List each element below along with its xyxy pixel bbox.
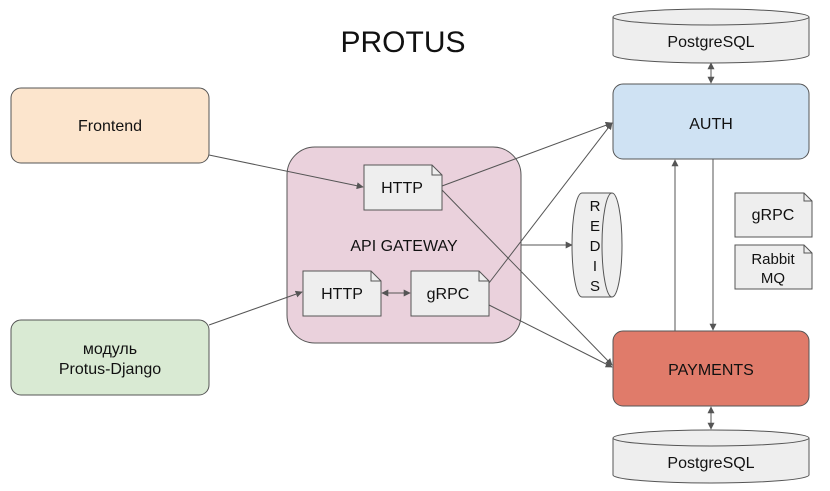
rabbitmq-legend-line2: MQ (761, 270, 785, 287)
grpc-legend-note: gRPC (734, 192, 813, 238)
redis-letter-s: S (590, 278, 600, 295)
auth-node: AUTH (612, 83, 810, 160)
redis-letter-e: E (590, 218, 600, 235)
http-bottom-note: HTTP (302, 270, 382, 317)
http-bottom-label: HTTP (321, 286, 363, 303)
diagram-title: PROTUS (340, 26, 465, 59)
connectors (208, 62, 717, 430)
grpc-legend-label: gRPC (752, 207, 795, 224)
rabbitmq-legend-line1: Rabbit (751, 251, 795, 268)
frontend-label: Frontend (78, 118, 142, 135)
redis-cylinder: R E D I S (571, 192, 623, 298)
redis-letter-d: D (590, 238, 601, 255)
postgresql-bottom-cylinder: PostgreSQL (612, 429, 810, 484)
grpc-gateway-label: gRPC (427, 286, 470, 303)
arrow-django-to-http (208, 290, 303, 326)
payments-node: PAYMENTS (612, 330, 810, 407)
django-label-line1: модуль (83, 341, 137, 358)
arrow-http-to-auth (441, 121, 613, 187)
arrow-frontend-to-http (208, 154, 364, 190)
postgresql-bottom-label: PostgreSQL (667, 455, 754, 472)
django-label-line2: Protus-Django (59, 361, 161, 378)
frontend-node: Frontend (10, 87, 210, 164)
http-top-note: HTTP (363, 164, 443, 211)
arrow-grpc-to-auth (488, 122, 613, 284)
rabbitmq-legend-note: Rabbit MQ (734, 244, 813, 290)
arrow-http-to-payments (441, 189, 613, 366)
api-gateway-label: API GATEWAY (350, 238, 458, 255)
payments-label: PAYMENTS (668, 362, 754, 379)
redis-letter-r: R (590, 198, 601, 215)
arrow-grpc-to-payments (488, 304, 613, 368)
postgresql-top-label: PostgreSQL (667, 34, 754, 51)
django-module-node: модуль Protus-Django (10, 319, 210, 396)
auth-label: AUTH (689, 116, 733, 133)
postgresql-top-cylinder: PostgreSQL (612, 8, 810, 64)
redis-letter-i: I (593, 258, 597, 275)
grpc-gateway-note: gRPC (410, 270, 490, 317)
http-top-label: HTTP (381, 180, 423, 197)
